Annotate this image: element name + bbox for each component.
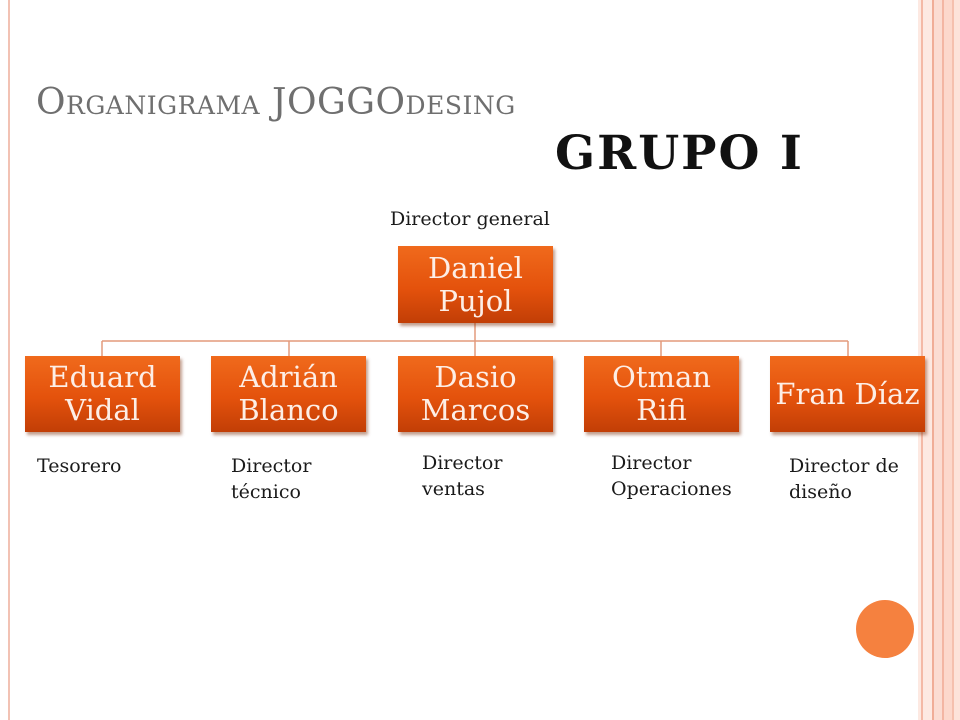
member-role-label: Director técnico	[231, 455, 312, 503]
right-decorative-stripes	[918, 0, 960, 720]
member-role-label: Director Operaciones	[611, 452, 732, 500]
org-node-otman-rifi[interactable]: Otman Rifi	[584, 356, 739, 432]
member-role-label: Director ventas	[422, 452, 503, 500]
org-node-root[interactable]: Daniel Pujol	[398, 246, 553, 323]
org-node-adrian-blanco[interactable]: Adrián Blanco	[211, 356, 366, 432]
member-role-label: Tesorero	[37, 455, 122, 477]
org-node-name: Dasio Marcos	[420, 360, 531, 427]
org-node-dasio-marcos[interactable]: Dasio Marcos	[398, 356, 553, 432]
root-role-label: Director general	[390, 208, 550, 230]
org-node-name: Fran Díaz	[775, 376, 920, 411]
slide-title: Organigrama JOGGOdesing	[36, 82, 516, 123]
org-node-fran-diaz[interactable]: Fran Díaz	[770, 356, 925, 432]
left-border-rule	[8, 0, 10, 720]
decorative-circle	[856, 600, 914, 658]
org-node-name: Adrián Blanco	[238, 360, 339, 427]
member-role-label: Director de diseño	[789, 455, 899, 503]
org-node-name: Eduard Vidal	[48, 360, 157, 427]
org-node-name: Otman Rifi	[612, 360, 711, 427]
org-node-eduard-vidal[interactable]: Eduard Vidal	[25, 356, 180, 432]
org-node-root-name: Daniel Pujol	[428, 250, 523, 318]
group-label: GRUPO I	[555, 126, 804, 181]
